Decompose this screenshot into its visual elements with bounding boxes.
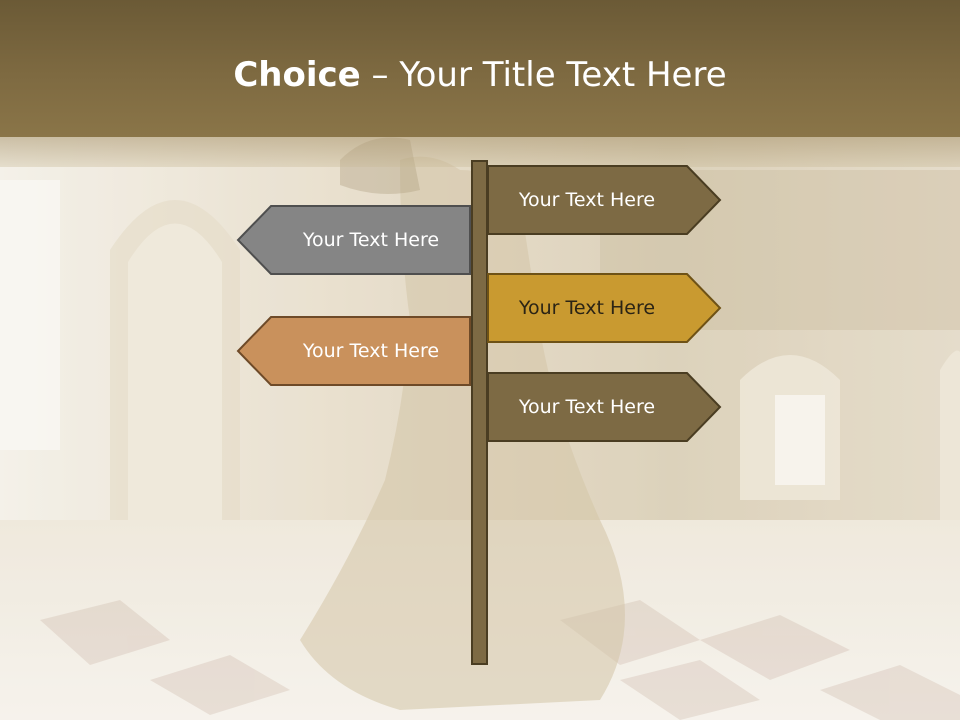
sign-right-1[interactable]: Your Text Here [487,165,722,235]
title-text: Your Title Text Here [399,55,727,95]
sign-shape [487,372,722,442]
sign-label: Your Text Here [302,340,440,362]
sign-label: Your Text Here [302,229,440,251]
sign-label: Your Text Here [518,297,656,319]
sign-shape [236,316,471,386]
sign-left-1[interactable]: Your Text Here [236,205,471,275]
title-bar [0,0,960,137]
sign-right-3[interactable]: Your Text Here [487,372,722,442]
slide-title: Choice – Your Title Text Here [0,52,960,98]
signpost-pole [471,160,488,665]
title-bold: Choice [233,55,361,95]
sign-shape [487,273,722,343]
sign-label: Your Text Here [518,396,656,418]
sign-right-2[interactable]: Your Text Here [487,273,722,343]
sign-left-2[interactable]: Your Text Here [236,316,471,386]
sign-shape [236,205,471,275]
sign-label: Your Text Here [518,189,656,211]
title-separator: – [360,55,400,95]
sign-shape [487,165,722,235]
